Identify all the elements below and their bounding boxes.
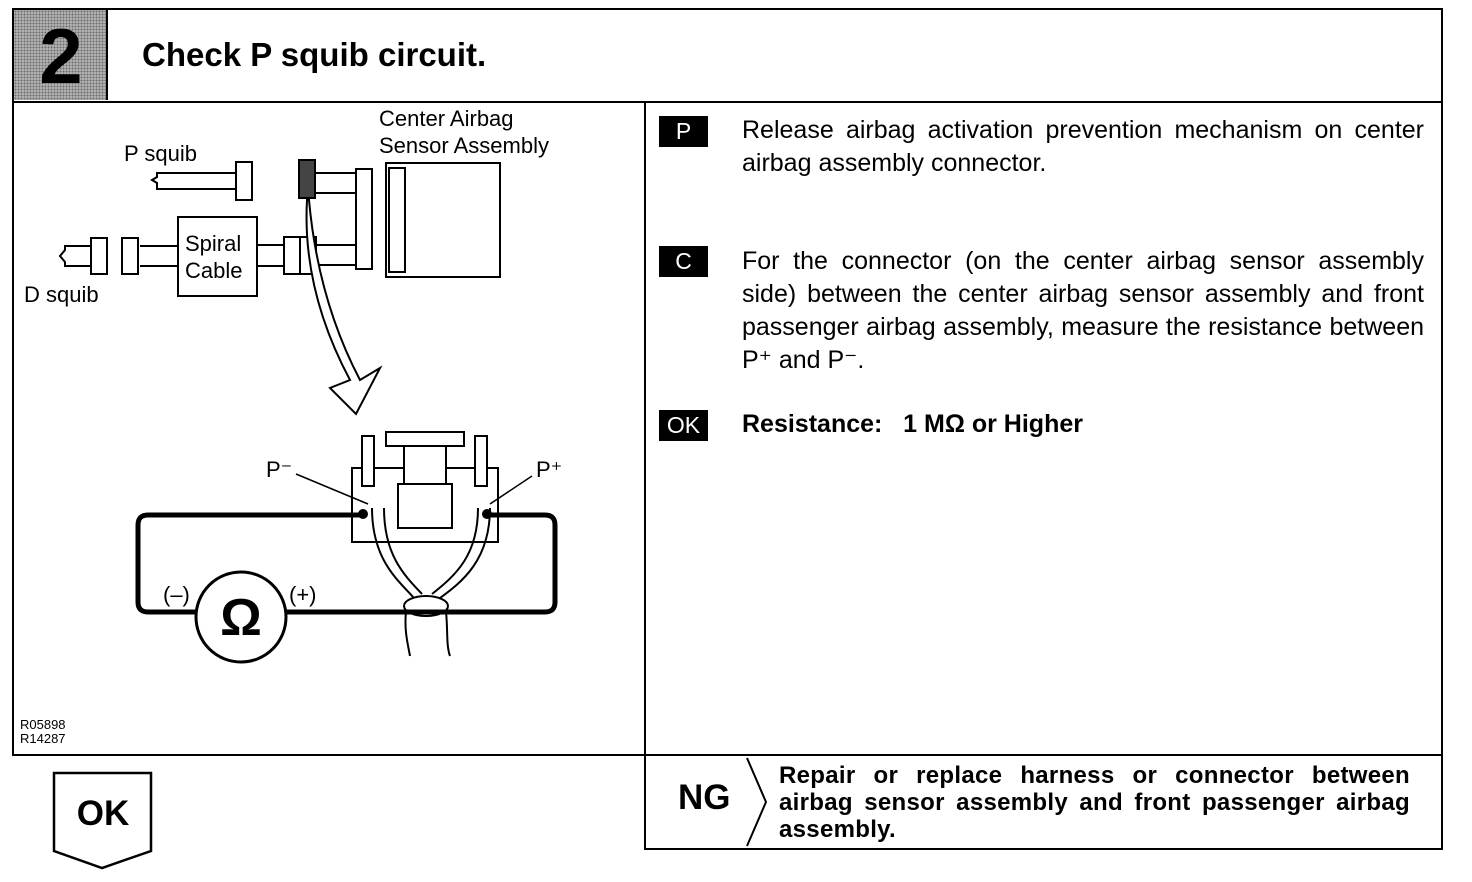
p-squib-connector [235, 161, 253, 201]
ng-chevron [746, 757, 768, 847]
tag-p: P [659, 116, 708, 147]
squib-circuit-diagram: Center Airbag Sensor Assembly P squib D … [24, 106, 562, 664]
label-spiral: Spiral [185, 231, 241, 256]
hatched-connector [298, 159, 316, 199]
figure-code: R05898 R14287 [20, 717, 66, 746]
ohm-symbol: Ω [220, 589, 262, 647]
label-p-minus: P⁻ [266, 457, 292, 482]
d-squib-connector [121, 237, 139, 275]
instruction-text-p: Release airbag activation prevention mec… [742, 116, 1424, 177]
label-positive-terminal: (+) [289, 582, 317, 607]
ohmmeter [194, 570, 288, 664]
label-negative-terminal: (–) [163, 582, 190, 607]
resistance-spec: Resistance: 1 MΩ or Higher [742, 410, 1083, 438]
spiral-cable-box [177, 216, 258, 297]
ng-label: NG [678, 778, 731, 817]
ng-instruction: Repair or replace harness or connector b… [779, 762, 1410, 843]
page-title: Check P squib circuit. [142, 36, 487, 73]
column-divider [644, 101, 646, 848]
label-p-plus: P⁺ [536, 457, 562, 482]
step-number: 2 [39, 12, 83, 100]
tag-ok: OK [659, 410, 708, 441]
label-center-airbag: Center Airbag [379, 106, 514, 131]
ok-label: OK [76, 794, 130, 833]
instruction-text-c: For the connector (on the center airbag … [742, 247, 1424, 374]
label-cable: Cable [185, 258, 242, 283]
ok-box [52, 771, 153, 870]
ng-box [644, 754, 1443, 850]
tag-c: C [659, 246, 708, 277]
center-airbag-sensor-box [385, 162, 501, 278]
step-badge: 2 [14, 10, 108, 100]
label-d-squib: D squib [24, 282, 99, 307]
label-sensor-assembly: Sensor Assembly [379, 133, 549, 158]
label-p-squib: P squib [124, 141, 197, 166]
